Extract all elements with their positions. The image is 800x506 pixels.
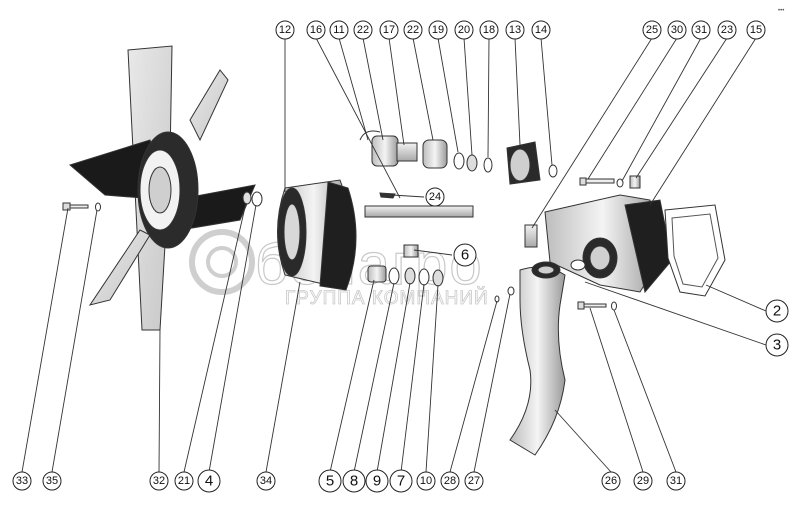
callout-24: 24 [425, 187, 445, 207]
svg-text:18: 18 [483, 24, 495, 36]
callout-23: 23 [717, 20, 737, 40]
svg-text:24: 24 [429, 191, 441, 203]
callout-13: 13 [505, 20, 525, 40]
svg-text:22: 22 [407, 24, 419, 36]
callout-8: 8 [342, 469, 366, 493]
callout-4: 4 [197, 469, 221, 493]
svg-text:9: 9 [373, 473, 381, 490]
bearings-parts-5-10 [367, 244, 444, 287]
callout-22b: 22 [403, 20, 423, 40]
top-row-parts [359, 130, 558, 185]
bolts-parts-30-31-23 [579, 175, 641, 189]
svg-text:3: 3 [773, 337, 781, 354]
svg-text:22: 22 [357, 24, 369, 36]
callouts: 12 16 11 22 17 22 19 20 18 13 14 25 30 3… [12, 20, 789, 493]
svg-text:35: 35 [46, 475, 58, 487]
svg-text:4: 4 [205, 473, 213, 490]
callout-32: 32 [149, 471, 169, 491]
svg-text:31: 31 [695, 24, 707, 36]
svg-text:28: 28 [444, 475, 456, 487]
callout-12: 12 [275, 20, 295, 40]
callout-33: 33 [12, 471, 32, 491]
callout-9: 9 [365, 469, 389, 493]
callout-2: 2 [765, 299, 789, 323]
svg-text:19: 19 [432, 24, 444, 36]
pipe-part-26 [509, 259, 586, 456]
corner-mark: ••• [778, 8, 784, 14]
svg-text:7: 7 [397, 473, 405, 490]
callout-10: 10 [416, 471, 436, 491]
callout-20: 20 [454, 20, 474, 40]
svg-text:25: 25 [646, 24, 658, 36]
callout-6: 6 [453, 243, 477, 267]
callout-27: 27 [464, 471, 484, 491]
svg-text:29: 29 [637, 475, 649, 487]
bolt-part-33 [62, 202, 101, 212]
svg-text:12: 12 [279, 24, 291, 36]
svg-text:6: 6 [461, 247, 469, 264]
callout-26: 26 [601, 471, 621, 491]
callout-34: 34 [256, 471, 276, 491]
washers-parts-21-4 [242, 191, 263, 207]
callout-35: 35 [42, 471, 62, 491]
callout-18: 18 [479, 20, 499, 40]
gasket-part-2 [664, 204, 726, 297]
svg-text:23: 23 [721, 24, 733, 36]
callout-15: 15 [746, 20, 766, 40]
callout-17: 17 [379, 20, 399, 40]
svg-text:5: 5 [326, 473, 334, 490]
svg-text:8: 8 [350, 473, 358, 490]
callout-21: 21 [174, 471, 194, 491]
watermark-sub-text: ГРУППА КОМПАНИЙ [285, 287, 489, 309]
callout-3: 3 [765, 333, 789, 357]
callout-29: 29 [633, 471, 653, 491]
svg-text:14: 14 [535, 24, 547, 36]
callout-7: 7 [389, 469, 413, 493]
svg-text:21: 21 [178, 475, 190, 487]
fan-part-32 [68, 45, 256, 331]
callout-25: 25 [642, 20, 662, 40]
svg-text:27: 27 [468, 475, 480, 487]
shaft-part [364, 192, 474, 218]
leader-lines [21, 37, 767, 473]
svg-text:10: 10 [420, 475, 432, 487]
callout-5: 5 [318, 469, 342, 493]
svg-text:31: 31 [670, 475, 682, 487]
callout-11: 11 [329, 20, 349, 40]
svg-text:30: 30 [671, 24, 683, 36]
svg-text:13: 13 [509, 24, 521, 36]
svg-text:15: 15 [750, 24, 762, 36]
pulley-part-34 [277, 179, 357, 291]
svg-text:16: 16 [310, 24, 322, 36]
small-parts-28-27 [494, 286, 515, 303]
callout-16: 16 [306, 20, 326, 40]
svg-text:17: 17 [383, 24, 395, 36]
callout-19: 19 [428, 20, 448, 40]
callout-28: 28 [440, 471, 460, 491]
svg-text:2: 2 [773, 303, 781, 320]
svg-text:20: 20 [458, 24, 470, 36]
svg-text:11: 11 [333, 24, 344, 36]
bolts-parts-29-31 [577, 301, 617, 311]
callout-14: 14 [531, 20, 551, 40]
svg-text:33: 33 [16, 475, 28, 487]
callout-31-top: 31 [691, 20, 711, 40]
callout-31-bottom: 31 [666, 471, 686, 491]
svg-text:34: 34 [260, 475, 272, 487]
callout-30: 30 [667, 20, 687, 40]
svg-text:32: 32 [153, 475, 165, 487]
svg-text:26: 26 [605, 475, 617, 487]
callout-22a: 22 [353, 20, 373, 40]
